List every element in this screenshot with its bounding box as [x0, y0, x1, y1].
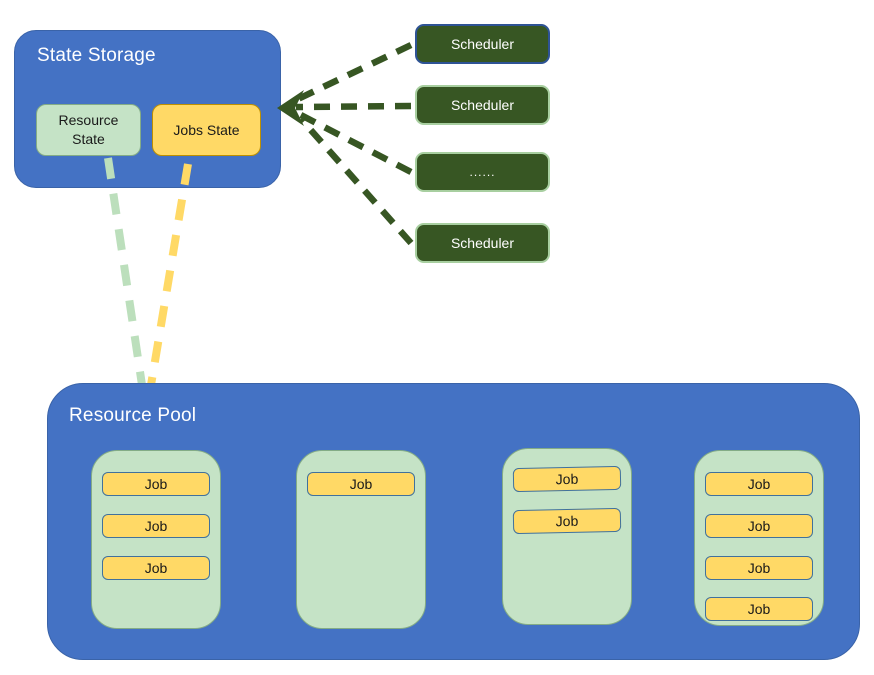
job-box: Job [102, 472, 210, 496]
state-storage-box: State Storage Resource State Jobs State [14, 30, 281, 188]
job-box: Job [307, 472, 415, 496]
scheduler-2-link [295, 102, 412, 111]
resource-state-label: Resource State [58, 112, 119, 147]
node-container-3: Job Job [502, 448, 632, 625]
scheduler-label: Scheduler [450, 97, 515, 113]
resource-state-link [104, 157, 146, 386]
job-box: Job [705, 597, 813, 621]
jobs-state-box: Jobs State [152, 104, 261, 156]
scheduler-label: Scheduler [450, 235, 515, 251]
scheduler-3-link [295, 110, 413, 175]
scheduler-4-link [298, 116, 414, 246]
job-box: Job [705, 556, 813, 580]
arrowhead-left-icon [277, 90, 304, 126]
jobs-state-label: Jobs State [173, 121, 240, 138]
job-box: Job [102, 514, 210, 538]
scheduler-box-4: Scheduler [415, 223, 550, 263]
job-box: Job [705, 472, 813, 496]
node-container-4: Job Job Job Job [694, 450, 824, 626]
scheduler-box-ellipsis: ...... [415, 152, 550, 192]
resource-pool-box: Resource Pool Job Job Job Job Job Job Jo… [47, 383, 860, 660]
scheduler-label: Scheduler [450, 36, 515, 52]
job-box: Job [512, 507, 622, 535]
node-container-1: Job Job Job [91, 450, 221, 629]
job-box: Job [705, 514, 813, 538]
scheduler-label: ...... [469, 165, 496, 179]
resource-state-box: Resource State [36, 104, 141, 156]
jobs-state-link [147, 163, 192, 386]
node-container-2: Job [296, 450, 426, 629]
scheduler-box-2: Scheduler [415, 85, 550, 125]
job-box: Job [512, 465, 622, 493]
resource-pool-title: Resource Pool [69, 405, 197, 426]
scheduler-1-link [294, 42, 413, 103]
state-storage-title: State Storage [37, 45, 156, 66]
scheduler-box-1: Scheduler [415, 24, 550, 64]
job-box: Job [102, 556, 210, 580]
